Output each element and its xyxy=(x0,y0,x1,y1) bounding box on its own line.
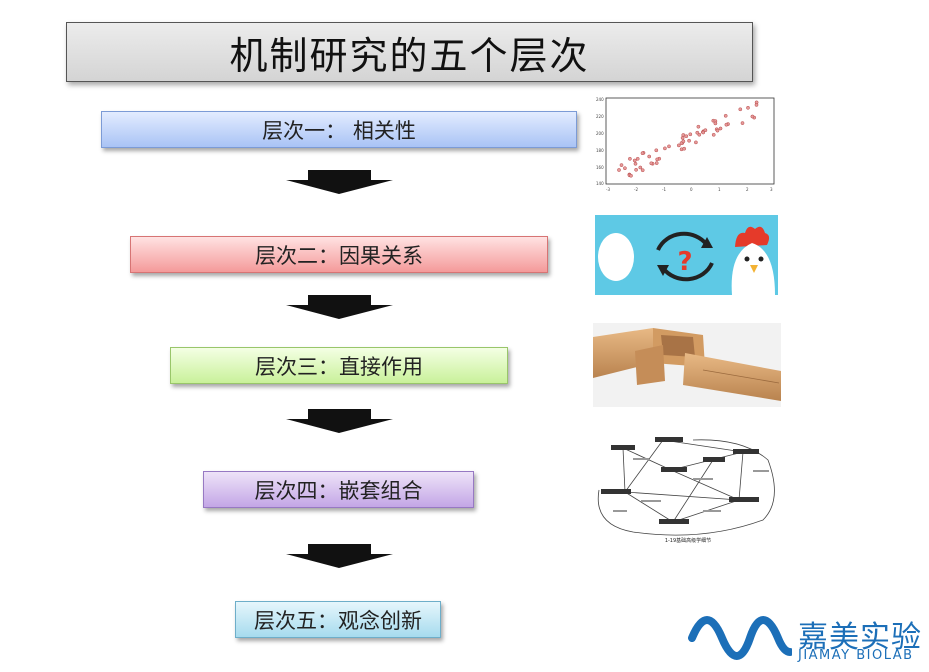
level-2-box: 层次二：因果关系 xyxy=(130,236,548,273)
scatter-point xyxy=(746,105,750,110)
scatter-point xyxy=(738,107,743,112)
scatter-point xyxy=(649,161,654,166)
scatter-point xyxy=(681,133,686,137)
network-caption: 1-19基础高级学细节 xyxy=(665,537,711,544)
page-title: 机制研究的五个层次 xyxy=(66,22,753,82)
scatter-point xyxy=(628,156,632,161)
scatter-plot-image: 240 220 200 180 160 140 -3 -2 -1 0 1 2 3 xyxy=(592,93,782,195)
scatter-point xyxy=(640,151,645,156)
y-tick: 200 xyxy=(596,131,604,136)
scatter-point xyxy=(711,132,716,137)
network-diagram-image: 1-19基础高级学细节 xyxy=(593,430,783,548)
scatter-point xyxy=(676,143,681,148)
scatter-point xyxy=(754,103,759,107)
scatter-point xyxy=(687,138,691,143)
y-tick: 160 xyxy=(596,165,604,170)
scatter-point xyxy=(684,134,689,139)
scatter-point xyxy=(695,130,700,135)
x-tick: -1 xyxy=(662,187,666,192)
scatter-point xyxy=(715,128,720,133)
question-mark-icon: ? xyxy=(677,247,692,277)
y-tick: 240 xyxy=(596,97,604,102)
level-3-box: 层次三：直接作用 xyxy=(170,347,508,384)
level-5-box: 层次五：观念创新 xyxy=(235,601,441,638)
scatter-point xyxy=(640,168,645,173)
scatter-point xyxy=(655,157,660,162)
scatter-point xyxy=(718,126,723,131)
scatter-point xyxy=(750,114,755,119)
scatter-point xyxy=(634,167,638,172)
x-tick: -2 xyxy=(634,187,638,192)
scatter-point xyxy=(713,121,718,126)
scatter-point xyxy=(654,148,659,153)
scatter-point xyxy=(619,163,624,167)
brand-name-en: JIAMAY BIOLAB xyxy=(798,648,914,663)
brand-logo-icon xyxy=(688,616,792,660)
scatter-point xyxy=(654,161,659,165)
scatter-point xyxy=(617,168,621,172)
egg-icon xyxy=(598,233,634,281)
x-tick: 2 xyxy=(746,187,749,192)
scatter-point xyxy=(667,144,671,149)
scatter-point xyxy=(724,122,729,127)
scatter-point xyxy=(633,161,638,166)
x-tick: 0 xyxy=(690,187,693,192)
scatter-point xyxy=(723,113,728,118)
scatter-point xyxy=(681,139,686,144)
brand-name-cn: 嘉美实验 xyxy=(798,620,922,655)
x-tick: -3 xyxy=(606,187,610,192)
scatter-point xyxy=(740,121,745,125)
scatter-point xyxy=(682,146,687,151)
cycle-arrows-icon xyxy=(656,231,714,282)
wood-joint-image xyxy=(593,323,781,407)
scatter-point xyxy=(701,130,706,135)
down-arrow-2 xyxy=(286,295,393,319)
level-4-box: 层次四：嵌套组合 xyxy=(203,471,474,508)
y-tick: 140 xyxy=(596,181,604,186)
down-arrow-4 xyxy=(286,544,393,568)
scatter-point xyxy=(688,132,693,137)
scatter-point xyxy=(623,166,627,171)
down-arrow-1 xyxy=(286,170,393,194)
scatter-point xyxy=(696,124,701,129)
scatter-point xyxy=(632,158,637,163)
chicken-icon xyxy=(731,226,775,295)
scatter-point xyxy=(629,173,633,178)
scatter-point xyxy=(703,128,708,133)
scatter-point xyxy=(694,140,698,145)
scatter-point xyxy=(663,146,667,151)
scatter-point xyxy=(647,154,652,159)
scatter-point xyxy=(638,165,643,170)
down-arrow-3 xyxy=(286,409,393,433)
x-tick: 3 xyxy=(770,187,773,192)
scatter-point xyxy=(635,156,640,161)
level-1-box: 层次一： 相关性 xyxy=(101,111,577,148)
y-tick: 220 xyxy=(596,114,604,119)
x-tick: 1 xyxy=(718,187,721,192)
y-tick: 180 xyxy=(596,148,604,153)
egg-chicken-image: ? xyxy=(595,215,778,295)
